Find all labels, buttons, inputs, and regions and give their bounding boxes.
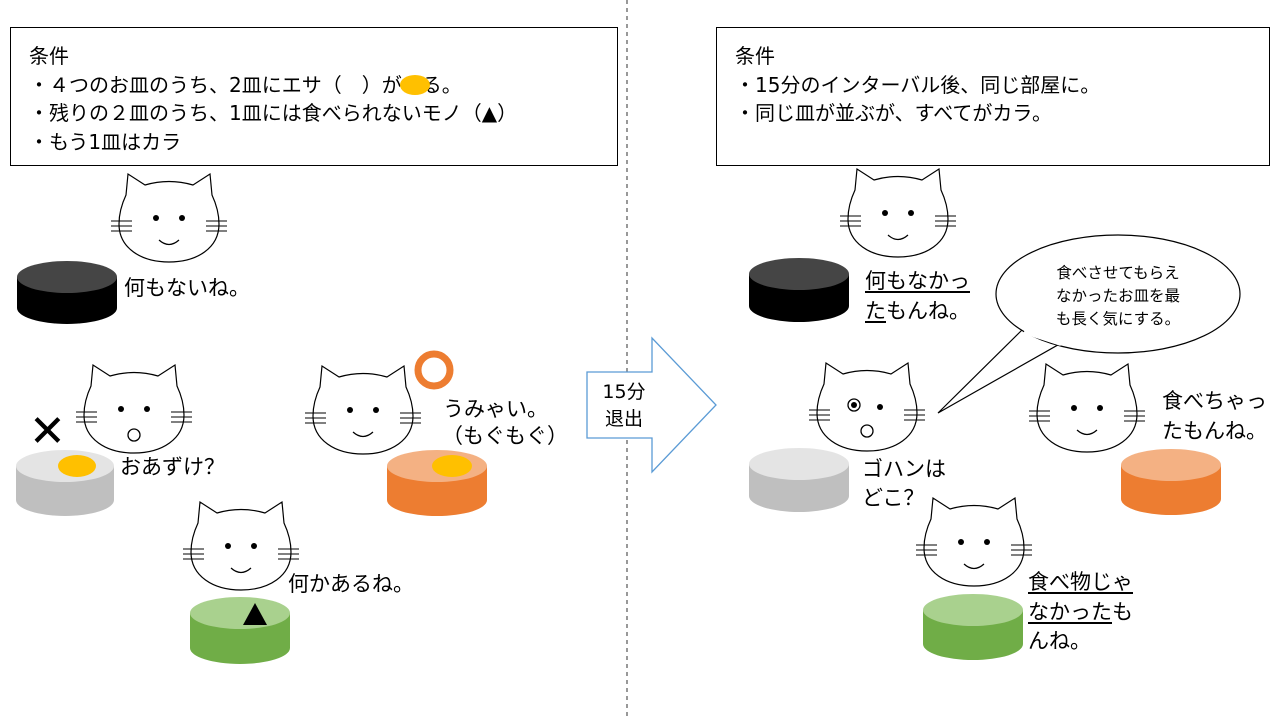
bubble-line: なかったお皿を最 <box>1055 287 1180 305</box>
cat-black-left-speech: 何もないね。 <box>124 276 250 300</box>
cat-orange-left-speech-2: （もぐもぐ） <box>442 424 568 448</box>
cat-gray-right-speech-1: ゴハンは <box>862 457 946 481</box>
cat-black-right-speech-1: 何もなかっ <box>865 269 970 293</box>
cat-orange-left-speech-1: うみゃい。 <box>443 397 548 421</box>
dish-black-right <box>749 258 849 322</box>
conditions-box-left: 条件 ・４つのお皿のうち、2皿にエサ（ ）がある。 ・残りの２皿のうち、1皿には… <box>10 27 618 166</box>
cat-orange-right <box>1028 363 1146 453</box>
dish-orange-left <box>387 450 487 516</box>
conditions-title: 条件 <box>29 44 69 68</box>
bubble-line: 食べさせてもらえ <box>1056 264 1180 282</box>
cat-green-right <box>915 497 1033 587</box>
arrow-label-time: 15分 <box>602 381 646 403</box>
cat-gray-left <box>75 364 193 454</box>
cat-gray-right <box>808 362 926 452</box>
condition-line: ・15分のインターバル後、同じ部屋に。 <box>735 72 1101 97</box>
cat-black-right <box>839 168 957 258</box>
conditions-title: 条件 <box>735 44 775 68</box>
condition-line: ・４つのお皿のうち、2皿にエサ（ ）がある。 <box>29 72 462 97</box>
cat-gray-left-speech: おあずけ？ <box>120 455 225 479</box>
dish-gray-left <box>16 450 114 516</box>
transition-arrow <box>586 336 717 474</box>
dish-green-left <box>190 597 290 664</box>
bubble-line: も長く気にする。 <box>1055 310 1181 328</box>
condition-line: ・同じ皿が並ぶが、すべてがカラ。 <box>735 101 1052 125</box>
condition-line: ・残りの２皿のうち、1皿には食べられないモノ（▲） <box>29 101 518 125</box>
conditions-box-right: 条件 ・15分のインターバル後、同じ部屋に。 ・同じ皿が並ぶが、すべてがカラ。 <box>716 27 1270 166</box>
dish-green-right <box>923 594 1023 660</box>
cat-gray-right-speech-2: どこ？ <box>862 486 925 510</box>
arrow-label-exit: 退出 <box>604 408 643 430</box>
cat-orange-right-speech-2: たもんね。 <box>1162 419 1267 443</box>
condition-line: ・もう1皿はカラ <box>29 129 182 154</box>
inedible-triangle-icon <box>243 603 267 625</box>
cat-green-left <box>182 501 300 591</box>
cat-green-left-speech: 何かあるね。 <box>288 572 414 596</box>
dish-black-left <box>17 261 117 324</box>
food-oval-icon <box>400 75 430 95</box>
food-mark <box>58 455 96 477</box>
cat-black-right-speech-2: たもんね。 <box>865 299 970 323</box>
food-mark <box>432 455 472 477</box>
cat-green-right-speech-1: 食べ物じゃ <box>1028 570 1133 594</box>
cross-icon: ✕ <box>29 406 66 457</box>
good-circle-icon <box>414 350 454 390</box>
cat-green-right-speech-3: んね。 <box>1028 629 1091 653</box>
cat-orange-left <box>304 365 422 455</box>
cat-black-left <box>110 173 228 263</box>
cat-green-right-speech-2: なかったも <box>1028 600 1133 624</box>
speech-bubble <box>937 234 1241 414</box>
dish-orange-right <box>1121 449 1221 515</box>
dish-gray-right <box>749 448 849 512</box>
cat-orange-right-speech-1: 食べちゃっ <box>1162 389 1267 413</box>
